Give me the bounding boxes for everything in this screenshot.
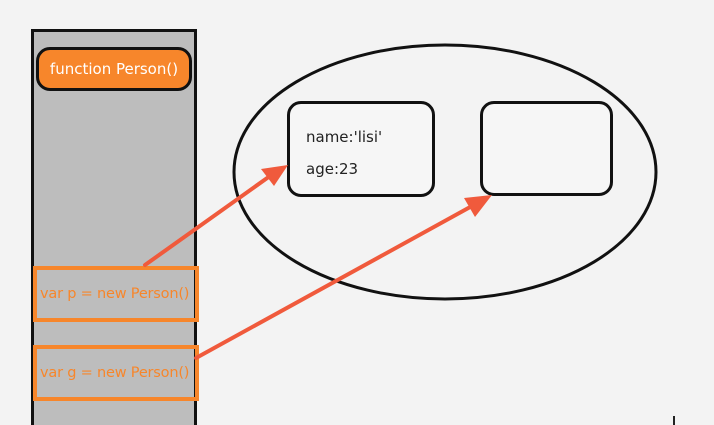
var-p-box: var p = new Person() [33,266,199,322]
object-g-box [480,101,613,196]
object-p-name-line: name:'lisi' [306,128,383,146]
var-g-box: var g = new Person() [33,345,199,401]
function-person-box: function Person() [36,47,192,91]
object-p-age-line: age:23 [306,160,359,178]
arrow-g-to-object [194,195,492,360]
function-person-label: function Person() [49,60,179,78]
var-p-label: var p = new Person() [40,286,190,302]
object-p-box: name:'lisi' age:23 [287,101,435,197]
text-cursor-mark [673,416,675,425]
var-g-label: var g = new Person() [40,365,190,381]
